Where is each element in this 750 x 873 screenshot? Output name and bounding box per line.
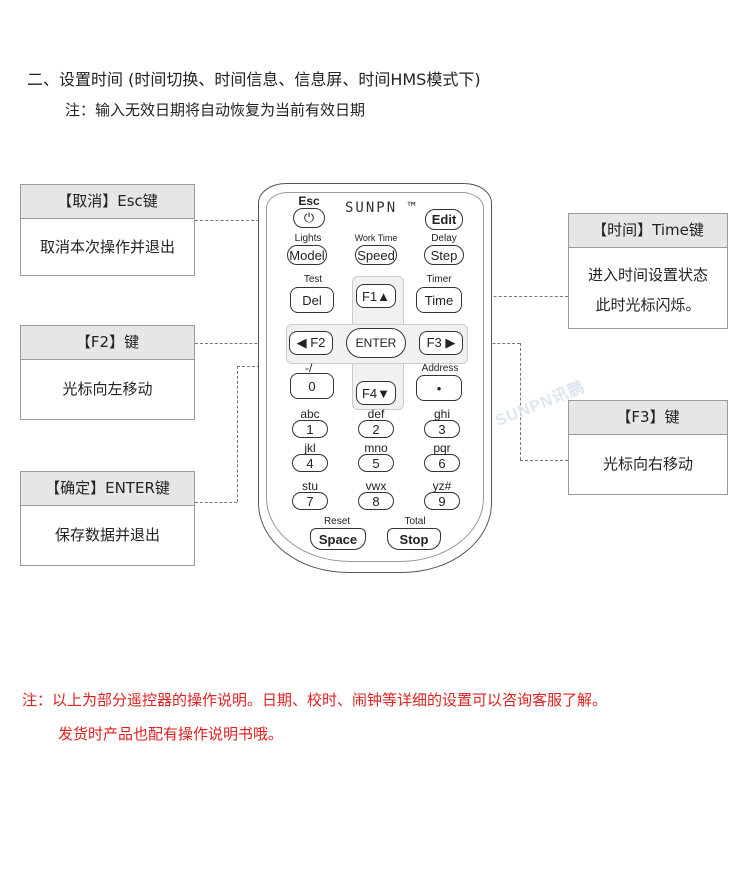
power-icon: ⏻ [303, 210, 315, 225]
esc-label: Esc [298, 194, 320, 208]
brand-logo: SUNPN ™ [345, 200, 419, 216]
callout-time-desc: 进入时间设置状态 此时光标闪烁。 [569, 248, 727, 320]
f4-down-button[interactable]: F4▼ [356, 381, 396, 405]
esc-power-button[interactable]: ⏻ [293, 208, 325, 228]
callout-f2-title: 【F2】键 [21, 326, 194, 360]
key-6-button[interactable]: 6 [424, 454, 460, 472]
f2-left-button[interactable]: ◀ F2 [289, 331, 333, 355]
section-heading: 二、设置时间 (时间切换、时间信息、信息屏、时间HMS模式下) [27, 70, 481, 89]
key9-letters: yz# [432, 479, 452, 493]
key-1-button[interactable]: 1 [292, 420, 328, 438]
edit-button[interactable]: Edit [425, 209, 463, 230]
total-label: Total [404, 516, 426, 527]
key-3-button[interactable]: 3 [424, 420, 460, 438]
callout-f2-desc: 光标向左移动 [62, 380, 153, 398]
footer-note-line1: 注：以上为部分遥控器的操作说明。日期、校时、闹钟等详细的设置可以咨询客服了解。 [22, 691, 608, 709]
address-label: Address [421, 363, 459, 374]
key-8-button[interactable]: 8 [358, 492, 394, 510]
callout-time: 【时间】Time键 进入时间设置状态 此时光标闪烁。 [568, 213, 728, 329]
speed-button[interactable]: Speed [355, 245, 397, 265]
connector-enter-bottom [195, 502, 237, 503]
callout-enter-desc: 保存数据并退出 [54, 526, 160, 544]
key6-letters: pqr [433, 441, 451, 455]
note-text: 注：输入无效日期将自动恢复为当前有效日期 [65, 101, 366, 119]
callout-time-desc-line2: 此时光标闪烁。 [595, 296, 701, 314]
callout-esc: 【取消】Esc键 取消本次操作并退出 [20, 184, 195, 276]
del-button[interactable]: Del [290, 287, 334, 313]
zero-button[interactable]: 0 [290, 373, 334, 399]
callout-time-desc-line1: 进入时间设置状态 [587, 266, 708, 284]
key-7-button[interactable]: 7 [292, 492, 328, 510]
model-button[interactable]: Model [287, 245, 327, 265]
key-2-button[interactable]: 2 [358, 420, 394, 438]
footer-note-line2: 发货时产品也配有操作说明书哦。 [58, 725, 284, 743]
dot-button[interactable]: • [416, 375, 462, 401]
connector-f3-vertical [520, 343, 521, 460]
key-4-button[interactable]: 4 [292, 454, 328, 472]
key5-letters: mno [364, 441, 388, 455]
connector-enter-vertical [237, 366, 238, 502]
callout-f3-desc: 光标向右移动 [602, 455, 693, 473]
test-label: Test [303, 274, 323, 285]
lights-label: Lights [294, 233, 322, 244]
reset-label: Reset [323, 516, 351, 527]
delay-label: Delay [431, 233, 457, 244]
key7-letters: stu [301, 479, 318, 493]
callout-esc-desc: 取消本次操作并退出 [39, 238, 175, 256]
key-9-button[interactable]: 9 [424, 492, 460, 510]
connector-esc [195, 220, 290, 221]
callout-esc-title: 【取消】Esc键 [21, 185, 194, 219]
worktime-label: Work Time [354, 233, 398, 243]
step-button[interactable]: Step [424, 245, 464, 265]
connector-f3-bottom [520, 460, 568, 461]
minus-label: -/_ [304, 361, 319, 375]
connector-f2 [195, 343, 287, 344]
callout-f3: 【F3】键 光标向右移动 [568, 400, 728, 495]
key4-letters: jkl [304, 441, 316, 455]
key2-letters: def [367, 407, 385, 421]
stop-button[interactable]: Stop [387, 528, 441, 550]
callout-f2: 【F2】键 光标向左移动 [20, 325, 195, 420]
key-5-button[interactable]: 5 [358, 454, 394, 472]
timer-label: Timer [426, 274, 452, 285]
callout-enter-title: 【确定】ENTER键 [21, 472, 194, 506]
callout-f3-title: 【F3】键 [569, 401, 727, 435]
key8-letters: vwx [365, 479, 387, 493]
f3-right-button[interactable]: F3 ▶ [419, 331, 463, 355]
callout-time-title: 【时间】Time键 [569, 214, 727, 248]
connector-time [463, 296, 568, 297]
space-button[interactable]: Space [310, 528, 366, 550]
remote-inner-outline [266, 192, 484, 562]
enter-button[interactable]: ENTER [346, 328, 406, 358]
f1-up-button[interactable]: F1▲ [356, 284, 396, 308]
key3-letters: ghi [433, 407, 450, 421]
key1-letters: abc [300, 407, 320, 421]
time-button[interactable]: Time [416, 287, 462, 313]
callout-enter: 【确定】ENTER键 保存数据并退出 [20, 471, 195, 566]
